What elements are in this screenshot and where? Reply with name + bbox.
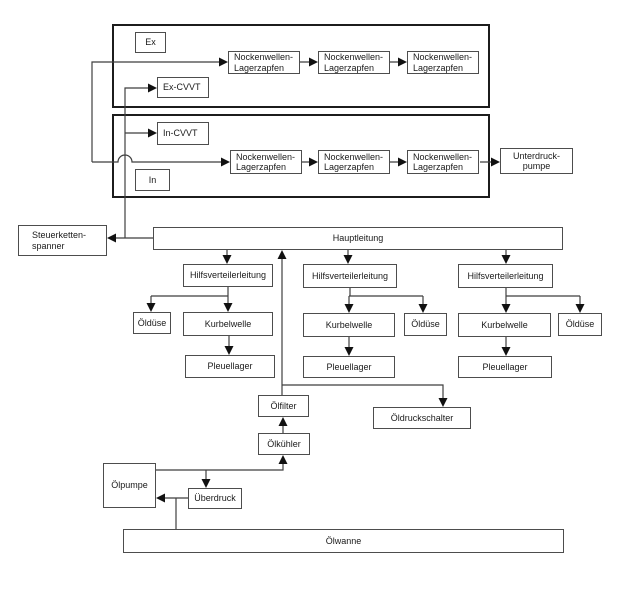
node-text: Nockenwellen-: [413, 151, 473, 162]
node-camshaft-journal-ex-1: Nockenwellen- Lagerzapfen: [228, 51, 300, 74]
node-text: Ex: [145, 37, 156, 48]
node-text: Hilfsverteilerleitung: [189, 270, 267, 281]
node-text: Kurbelwelle: [204, 318, 252, 329]
node-pressure-relief: Überdruck: [188, 488, 242, 509]
node-camshaft-journal-in-1: Nockenwellen- Lagerzapfen: [230, 150, 302, 174]
node-text: Lagerzapfen: [324, 162, 375, 172]
node-text: Hilfsverteilerleitung: [311, 270, 389, 281]
node-text: Lagerzapfen: [413, 162, 464, 172]
intake-cam-group-box: [112, 114, 490, 198]
node-crankshaft-2: Kurbelwelle: [303, 313, 395, 337]
node-chain-tensioner: Steuerketten- spanner: [18, 225, 107, 256]
node-text: Öldruckschalter: [390, 412, 454, 423]
node-ex-label: Ex: [135, 32, 166, 53]
node-camshaft-journal-in-3: Nockenwellen- Lagerzapfen: [407, 150, 479, 174]
node-text: Steuerketten-: [32, 230, 87, 240]
node-conrod-bearing-3: Pleuellager: [458, 356, 552, 378]
node-text: Lagerzapfen: [324, 62, 375, 73]
node-oil-jet-1: Öldüse: [133, 312, 171, 334]
node-text: Kurbelwelle: [325, 319, 373, 330]
node-text: pumpe: [522, 161, 551, 171]
node-oil-cooler: Ölkühler: [258, 433, 310, 455]
node-text: Unterdruck-: [512, 150, 560, 161]
node-in-label: In: [135, 169, 170, 191]
node-aux-line-3: Hilfsverteilerleitung: [458, 264, 553, 288]
node-oil-pump: Ölpumpe: [103, 463, 156, 508]
node-text: Ölkühler: [267, 438, 301, 449]
node-text: In-CVVT: [163, 128, 198, 139]
node-ex-cvvt: Ex-CVVT: [157, 77, 209, 98]
node-text: Ölfilter: [270, 400, 297, 411]
node-text: Nockenwellen-: [413, 52, 473, 62]
node-camshaft-journal-ex-3: Nockenwellen- Lagerzapfen: [407, 51, 479, 74]
node-text: Kurbelwelle: [481, 319, 528, 330]
node-oil-filter: Ölfilter: [258, 395, 309, 417]
node-text: Ölwanne: [325, 535, 362, 546]
exhaust-cam-group-box: [112, 24, 490, 108]
node-conrod-bearing-2: Pleuellager: [303, 356, 395, 378]
node-text: Ex-CVVT: [163, 82, 201, 93]
node-text: Ölpumpe: [111, 480, 148, 491]
node-text: Pleuellager: [326, 361, 372, 372]
node-text: Öldüse: [565, 319, 595, 330]
node-aux-line-1: Hilfsverteilerleitung: [183, 264, 273, 287]
node-camshaft-journal-in-2: Nockenwellen- Lagerzapfen: [318, 150, 390, 174]
node-vacuum-pump: Unterdruck- pumpe: [500, 148, 573, 174]
node-text: Öldüse: [411, 319, 440, 330]
node-conrod-bearing-1: Pleuellager: [185, 355, 275, 378]
node-text: Hilfsverteilerleitung: [467, 270, 544, 281]
node-text: Überdruck: [194, 493, 236, 504]
node-oil-sump: Ölwanne: [123, 529, 564, 553]
node-aux-line-2: Hilfsverteilerleitung: [303, 264, 397, 288]
node-crankshaft-3: Kurbelwelle: [458, 313, 551, 337]
node-text: Öldüse: [137, 317, 167, 328]
node-text: Pleuellager: [207, 361, 253, 372]
node-oil-jet-2: Öldüse: [404, 313, 447, 336]
node-text: spanner: [32, 240, 65, 251]
node-in-cvvt: In-CVVT: [157, 122, 209, 145]
node-text: Lagerzapfen: [236, 162, 287, 172]
node-text: Lagerzapfen: [413, 62, 464, 73]
node-oil-pressure-switch: Öldruckschalter: [373, 407, 471, 429]
node-text: In: [148, 174, 157, 185]
node-text: Lagerzapfen: [234, 62, 285, 73]
node-text: Nockenwellen-: [324, 52, 384, 62]
node-camshaft-journal-ex-2: Nockenwellen- Lagerzapfen: [318, 51, 390, 74]
node-text: Hauptleitung: [332, 233, 384, 244]
node-text: Nockenwellen-: [236, 151, 296, 162]
node-oil-jet-3: Öldüse: [558, 313, 602, 336]
node-crankshaft-1: Kurbelwelle: [183, 312, 273, 336]
node-main-line: Hauptleitung: [153, 227, 563, 250]
node-text: Pleuellager: [482, 361, 528, 372]
node-text: Nockenwellen-: [234, 52, 294, 62]
node-text: Nockenwellen-: [324, 151, 384, 162]
